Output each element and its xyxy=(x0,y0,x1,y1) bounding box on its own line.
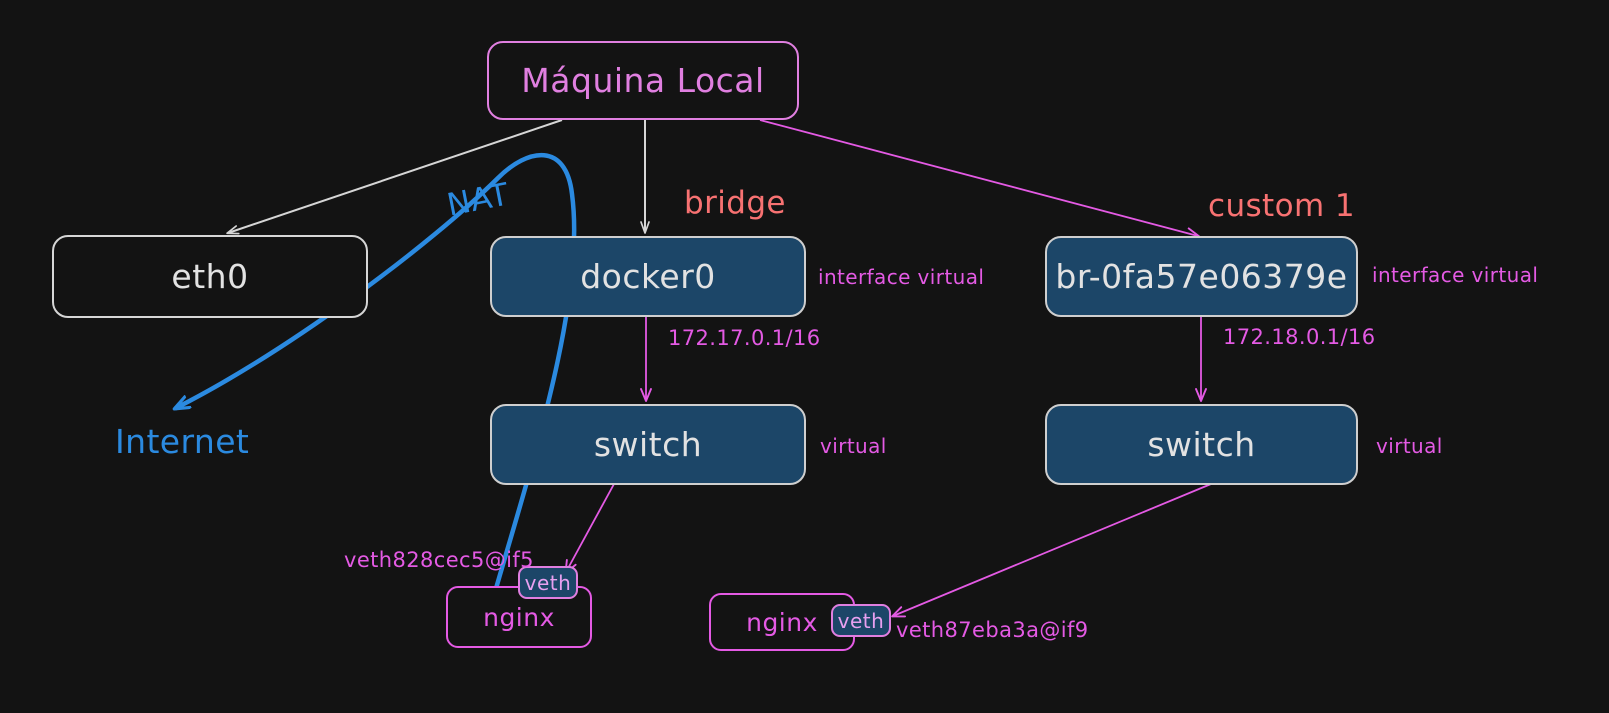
node-docker0[interactable]: docker0 xyxy=(490,236,806,317)
label-cidr-docker0: 172.17.0.1/16 xyxy=(668,326,821,350)
node-docker0-label: docker0 xyxy=(580,257,716,296)
label-virtual-switch-right: virtual xyxy=(1376,434,1443,458)
node-switch-left[interactable]: switch xyxy=(490,404,806,485)
node-switch-left-label: switch xyxy=(593,425,703,464)
label-interface-virtual-docker0: interface virtual xyxy=(818,265,985,289)
edge-nat-to-internet xyxy=(176,153,577,595)
label-virtual-switch-left: virtual xyxy=(820,434,887,458)
label-interface-virtual-custom: interface virtual xyxy=(1372,263,1539,287)
label-cidr-custom: 172.18.0.1/16 xyxy=(1223,325,1376,349)
node-veth-right[interactable]: veth xyxy=(831,604,891,637)
node-veth-right-label: veth xyxy=(837,608,885,633)
label-bridge: bridge xyxy=(684,185,786,221)
edge-switch-right-to-veth-right xyxy=(891,483,1212,618)
node-br-custom-label: br-0fa57e06379e xyxy=(1055,257,1348,296)
node-switch-right-label: switch xyxy=(1147,425,1256,464)
node-eth0[interactable]: eth0 xyxy=(52,235,368,318)
edge-host-to-eth0 xyxy=(226,119,563,235)
node-maquina-local-label: Máquina Local xyxy=(521,61,765,100)
node-switch-right[interactable]: switch xyxy=(1045,404,1358,485)
node-br-custom[interactable]: br-0fa57e06379e xyxy=(1045,236,1358,317)
node-nginx-left-label: nginx xyxy=(483,602,555,632)
label-veth-left-name: veth828cec5@if5 xyxy=(344,548,534,572)
edge-switch-left-to-veth-left xyxy=(564,483,615,574)
node-veth-left-label: veth xyxy=(524,570,572,595)
node-eth0-label: eth0 xyxy=(171,257,249,296)
node-nginx-right-label: nginx xyxy=(746,607,818,637)
edge-host-to-bridge-custom xyxy=(759,119,1200,239)
node-maquina-local[interactable]: Máquina Local xyxy=(487,41,799,120)
label-internet: Internet xyxy=(115,422,250,461)
label-custom-1: custom 1 xyxy=(1208,188,1355,224)
node-veth-left[interactable]: veth xyxy=(518,566,578,599)
label-veth-right-name: veth87eba3a@if9 xyxy=(896,618,1089,642)
